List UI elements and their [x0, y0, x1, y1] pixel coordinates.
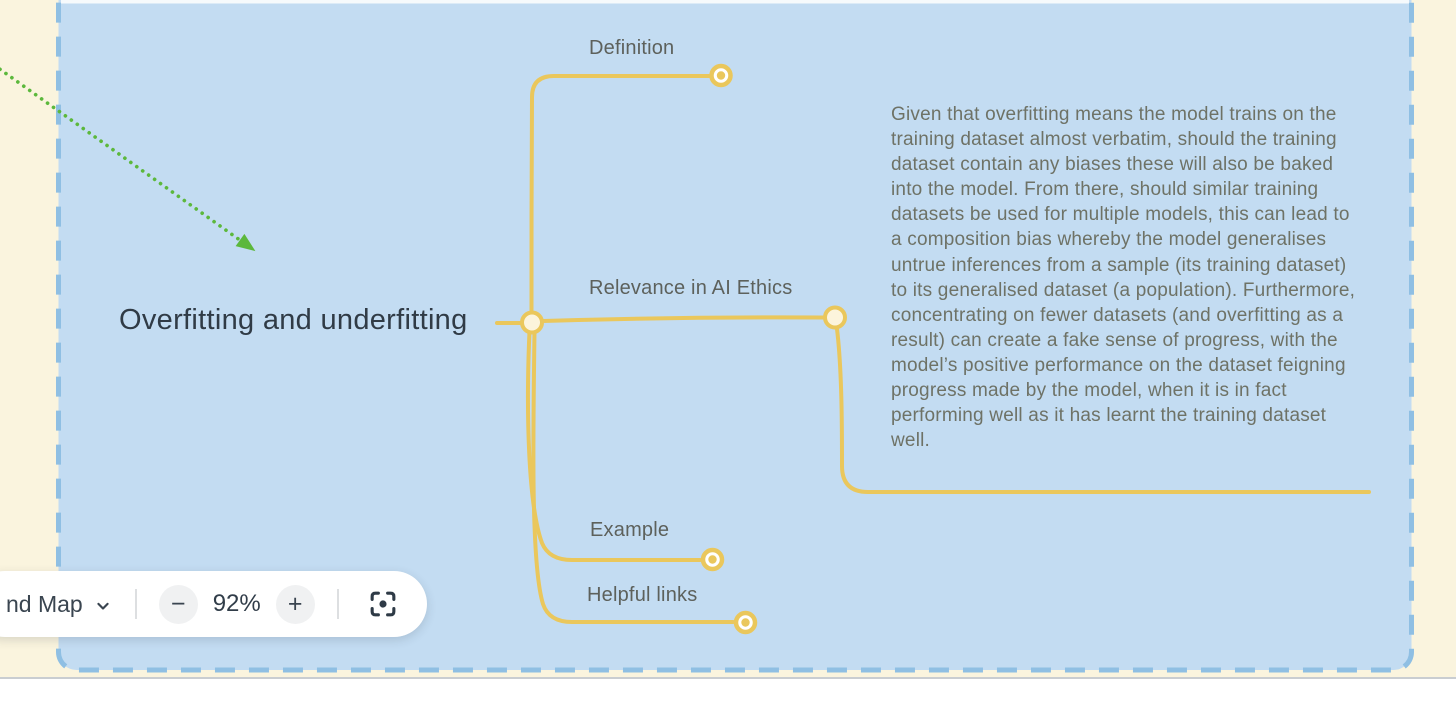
green-arrow-line	[0, 67, 246, 245]
branch-line-relevance-note	[835, 327, 1371, 494]
map-type-button[interactable]: nd Map	[6, 591, 113, 618]
toolbar-divider	[336, 589, 339, 619]
zoom-in-button[interactable]: +	[275, 584, 315, 624]
helpful-links-collapse-toggle[interactable]	[733, 610, 758, 635]
branch-label-example[interactable]: Example	[590, 519, 670, 541]
canvas-toolbar: nd Map − 92% +	[0, 571, 427, 637]
branch-label-relevance-in-ai-ethics[interactable]: Relevance in AI Ethics	[589, 277, 793, 299]
map-type-label: nd Map	[6, 590, 83, 617]
branch-label-helpful-links[interactable]: Helpful links	[587, 584, 698, 606]
green-arrow-head	[235, 233, 256, 252]
toolbar-divider	[134, 589, 137, 619]
root-node-label[interactable]: Overfitting and underfitting	[119, 304, 468, 336]
green-arrow-connector[interactable]	[0, 65, 260, 257]
zoom-out-button[interactable]: −	[158, 584, 198, 624]
chevron-down-icon	[97, 602, 109, 610]
zoom-level[interactable]: 92%	[212, 590, 261, 617]
selected-frame[interactable]	[56, 0, 1414, 673]
root-node-handle[interactable]	[520, 310, 544, 335]
zoom-to-fit-icon	[370, 591, 396, 617]
page-bottom-rule	[0, 677, 1456, 679]
branch-line-helpful-links	[531, 330, 735, 624]
branch-line-definition	[529, 74, 711, 314]
definition-collapse-toggle[interactable]	[709, 63, 733, 88]
branch-label-definition[interactable]: Definition	[589, 37, 675, 59]
frame-top-cut	[61, 0, 1409, 4]
plus-icon: +	[287, 589, 303, 618]
branch-line-relevance	[541, 315, 825, 323]
relevance-note-text[interactable]: Given that overfitting means the model t…	[891, 104, 1356, 452]
relevance-node-handle[interactable]	[823, 305, 847, 330]
zoom-to-fit-button[interactable]	[361, 582, 405, 626]
minus-icon: −	[170, 589, 186, 618]
branch-line-example	[525, 329, 702, 562]
example-collapse-toggle[interactable]	[700, 547, 725, 572]
